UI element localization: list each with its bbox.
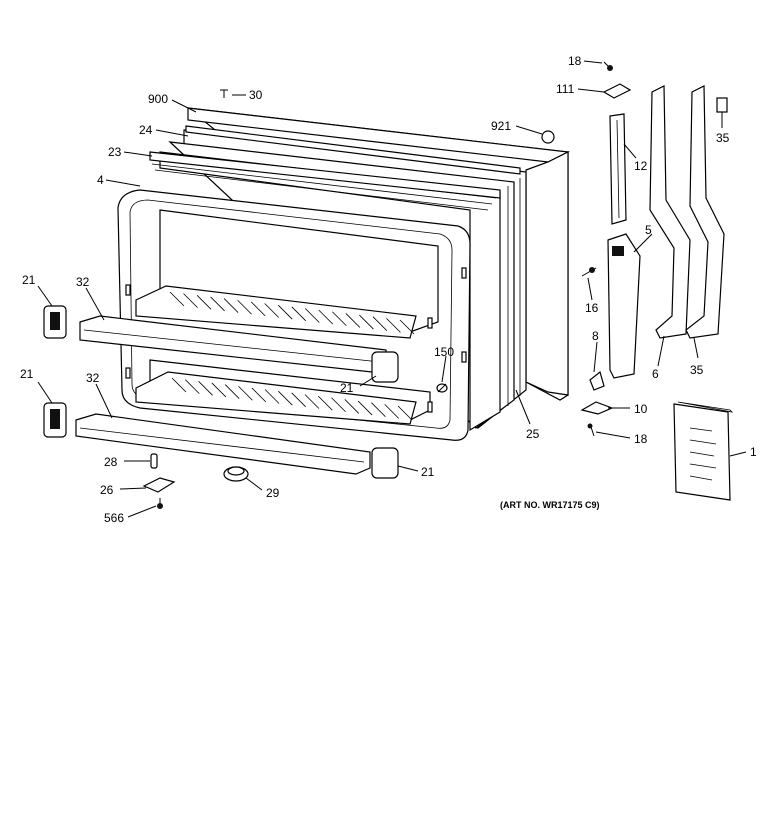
callout-35-top: 35 <box>716 131 730 145</box>
callout-21-lower-right: 21 <box>421 465 435 479</box>
callout-18-top: 18 <box>568 54 582 68</box>
screw-16 <box>581 267 597 277</box>
shelf-ridge <box>171 377 187 393</box>
shelf-ridge <box>251 387 267 403</box>
callout-labels: 900 30 24 23 4 921 18 111 35 12 5 16 8 6… <box>20 54 757 525</box>
shelf-ridge <box>359 314 374 330</box>
shelf-ridge <box>278 390 293 406</box>
callout-16: 16 <box>585 301 599 315</box>
screw-30 <box>220 89 228 98</box>
end-cap-lower-right <box>371 447 399 479</box>
plug-150 <box>436 383 448 393</box>
callout-1: 1 <box>750 445 757 459</box>
callout-21-lower-left: 21 <box>20 367 34 381</box>
callout-35-bottom: 35 <box>690 363 704 377</box>
shelf-ridge <box>169 291 185 307</box>
callout-8: 8 <box>592 329 599 343</box>
cap-35 <box>716 97 728 113</box>
shelf-ridge <box>331 397 346 413</box>
shelf-ridge <box>386 318 401 333</box>
shelf-ridge <box>210 296 225 312</box>
callout-12: 12 <box>634 159 648 173</box>
inner-door-liner <box>117 189 471 441</box>
callout-5: 5 <box>645 223 652 237</box>
shelf-ridge <box>345 313 361 328</box>
shelf-ridges-lower <box>171 377 413 421</box>
callout-28: 28 <box>104 455 118 469</box>
callout-32-lower: 32 <box>86 371 100 385</box>
screw-18-top <box>603 61 613 71</box>
bracket-10 <box>580 401 614 415</box>
bracket-26 <box>142 477 176 493</box>
shelf-ridge <box>332 311 347 327</box>
shelf-ridge <box>211 382 227 398</box>
callout-900: 900 <box>148 92 168 106</box>
shelf-ridge <box>238 385 253 401</box>
clip-8 <box>589 370 605 391</box>
shelf-ridge <box>372 316 388 331</box>
callout-6: 6 <box>652 367 659 381</box>
callout-26: 26 <box>100 483 114 497</box>
art-number: (ART NO. WR17175 C9) <box>500 500 600 510</box>
callout-921: 921 <box>491 119 511 133</box>
handle-end-5 <box>607 233 641 379</box>
owners-manual <box>673 401 734 501</box>
shelf-ridge <box>224 384 240 399</box>
screw-566 <box>157 498 163 509</box>
shelf-bar-lower <box>75 413 371 475</box>
callout-150: 150 <box>434 345 454 359</box>
callout-23: 23 <box>108 145 122 159</box>
callout-4: 4 <box>97 173 104 187</box>
shelf-ridge <box>291 306 307 322</box>
end-cap-lower-left <box>43 402 67 438</box>
shelf-ridge <box>291 392 306 408</box>
shelf-ridge <box>264 303 279 318</box>
leader-lines <box>37 60 747 518</box>
screw-18-bottom <box>587 423 595 437</box>
shelf-ridge <box>318 309 334 325</box>
shelf-ridge <box>185 379 200 394</box>
shelf-ridge <box>196 295 212 310</box>
shelf-ridge <box>223 298 239 313</box>
callout-111: 111 <box>556 82 575 96</box>
end-cap-upper-right <box>371 351 399 383</box>
handle-6 <box>649 85 691 339</box>
breaker-strip <box>149 125 521 199</box>
shelf-ridge <box>277 304 293 320</box>
callout-30: 30 <box>249 88 263 102</box>
callout-566: 566 <box>104 511 124 525</box>
shelf-ridge <box>183 293 198 308</box>
end-cap-upper-left <box>43 305 67 339</box>
screw-28 <box>150 453 158 469</box>
shelf-ridge <box>397 405 413 421</box>
callout-24: 24 <box>139 123 153 137</box>
shelf-ridge <box>264 389 280 404</box>
shelf-ridges-upper <box>169 291 415 335</box>
shelf-ridge <box>399 319 415 335</box>
callout-21-upper-left: 21 <box>22 273 36 287</box>
shelf-ridge <box>305 308 320 323</box>
callout-32-upper: 32 <box>76 275 90 289</box>
shelf-ridge <box>384 404 399 419</box>
hinge-111 <box>602 83 632 99</box>
callout-29: 29 <box>266 486 280 500</box>
shelf-ridge <box>357 400 373 416</box>
callout-21-upper-right: 21 <box>340 381 354 395</box>
handle-mount-12 <box>609 113 627 225</box>
shelf-ridge <box>344 399 360 414</box>
plug-921 <box>541 130 555 144</box>
shelf-ridge <box>250 301 266 317</box>
shelf-ridge <box>237 299 252 315</box>
shelf-ridge <box>198 381 213 396</box>
handle-35 <box>685 85 725 339</box>
plug-29 <box>223 466 249 482</box>
callout-18-bottom: 18 <box>634 432 648 446</box>
shelf-ridge <box>304 394 320 409</box>
callout-10: 10 <box>634 402 648 416</box>
shelf-ridge <box>317 395 333 411</box>
shelf-ridge <box>371 402 386 417</box>
callout-25: 25 <box>526 427 540 441</box>
